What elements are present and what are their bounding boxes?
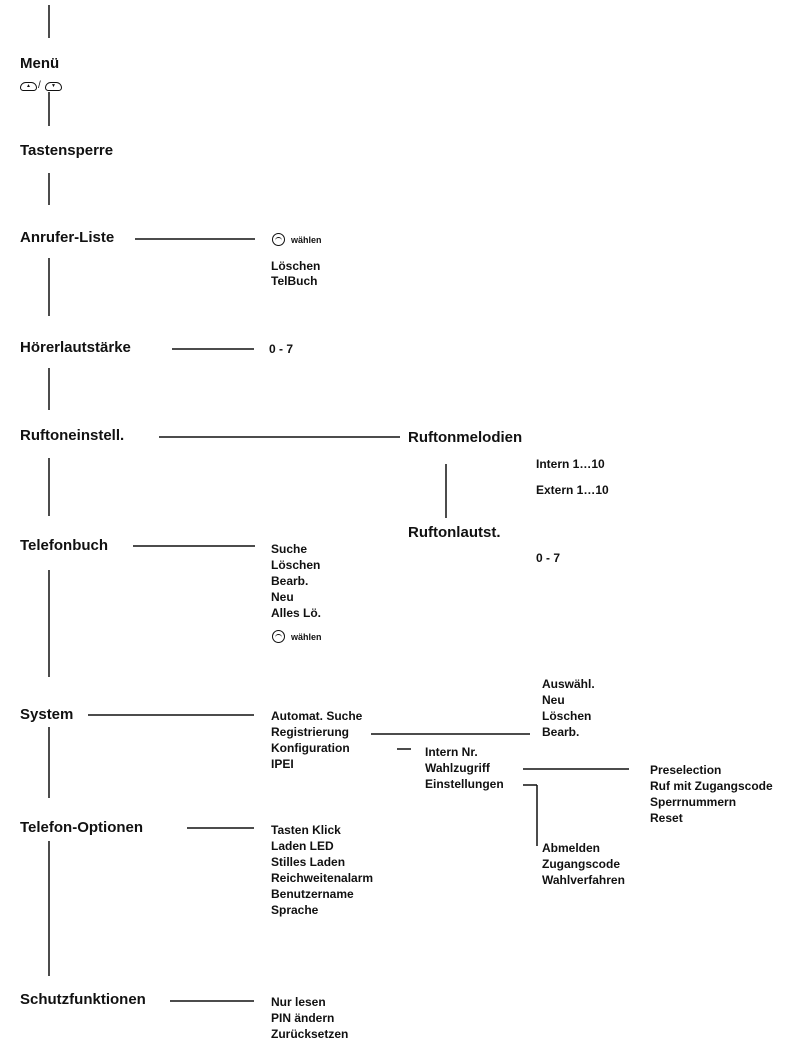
telefon-optionen-item: Reichweitenalarm (271, 871, 374, 885)
wahlzugriff-option: Reset (650, 811, 683, 825)
wahlzugriff-option: Ruf mit Zugangscode (650, 779, 773, 793)
einstellungen-option: Wahlverfahren (542, 873, 625, 887)
anrufer-option-waehlen: wählen (291, 235, 322, 245)
handset-icon (272, 233, 285, 246)
menu-title: Menü (20, 55, 60, 72)
telefon-optionen-item: Benutzername (271, 887, 354, 901)
system-item: Registrierung (271, 725, 350, 739)
menu-item-schutzfunktionen: Schutzfunktionen (20, 991, 146, 1008)
menu-item-telefon-optionen: Telefon-Optionen (20, 819, 144, 836)
hoererlautstaerke-value: 0 - 7 (269, 342, 294, 356)
anrufer-option-loeschen: Löschen (271, 259, 321, 273)
telefonbuch-waehlen: wählen (291, 632, 322, 642)
ruftonmelodien-intern: Intern 1…10 (536, 457, 605, 471)
einstellungen-option: Zugangscode (542, 857, 621, 871)
schutzfunktionen-item: Nur lesen (271, 995, 326, 1009)
schutzfunktionen-item: Zurücksetzen (271, 1027, 349, 1041)
system-item: Automat. Suche (271, 709, 363, 723)
registrierung-option: Löschen (542, 709, 592, 723)
down-arrow-key-icon: ▼ (45, 82, 62, 91)
ruftonmelodien-label: Ruftonmelodien (408, 429, 523, 446)
menu-item-anrufer-liste: Anrufer-Liste (20, 229, 115, 246)
einstellungen-option: Abmelden (542, 841, 601, 855)
system-item: IPEI (271, 757, 294, 771)
registrierung-option: Neu (542, 693, 565, 707)
menu-item-ruftoneinstell: Ruftoneinstell. (20, 427, 125, 444)
konfiguration-option: Einstellungen (425, 777, 504, 791)
anrufer-option-telbuch: TelBuch (271, 274, 318, 288)
wahlzugriff-option: Preselection (650, 763, 722, 777)
telefonbuch-item: Suche (271, 542, 308, 556)
menu-item-tastensperre: Tastensperre (20, 142, 114, 159)
system-item: Konfiguration (271, 741, 350, 755)
konfiguration-option: Wahlzugriff (425, 761, 490, 775)
menu-item-hoererlautstaerke: Hörerlautstärke (20, 339, 131, 356)
wahlzugriff-option: Sperrnummern (650, 795, 737, 809)
nav-separator: / (38, 80, 41, 91)
telefon-optionen-item: Stilles Laden (271, 855, 346, 869)
telefonbuch-item: Neu (271, 590, 294, 604)
registrierung-option: Auswähl. (542, 677, 595, 691)
konfiguration-option: Intern Nr. (425, 745, 478, 759)
menu-item-system: System (20, 706, 74, 723)
telefonbuch-item: Bearb. (271, 574, 309, 588)
handset-icon (272, 630, 285, 643)
schutzfunktionen-item: PIN ändern (271, 1011, 335, 1025)
telefonbuch-item: Löschen (271, 558, 321, 572)
up-arrow-key-icon: ▲ (20, 82, 37, 91)
ruftonmelodien-extern: Extern 1…10 (536, 483, 609, 497)
telefon-optionen-item: Laden LED (271, 839, 334, 853)
telefon-optionen-item: Sprache (271, 903, 319, 917)
ruftonlautst-label: Ruftonlautst. (408, 524, 501, 541)
registrierung-option: Bearb. (542, 725, 580, 739)
ruftonlautst-value: 0 - 7 (536, 551, 561, 565)
telefon-optionen-item: Tasten Klick (271, 823, 341, 837)
menu-item-telefonbuch: Telefonbuch (20, 537, 109, 554)
telefonbuch-item: Alles Lö. (271, 606, 322, 620)
